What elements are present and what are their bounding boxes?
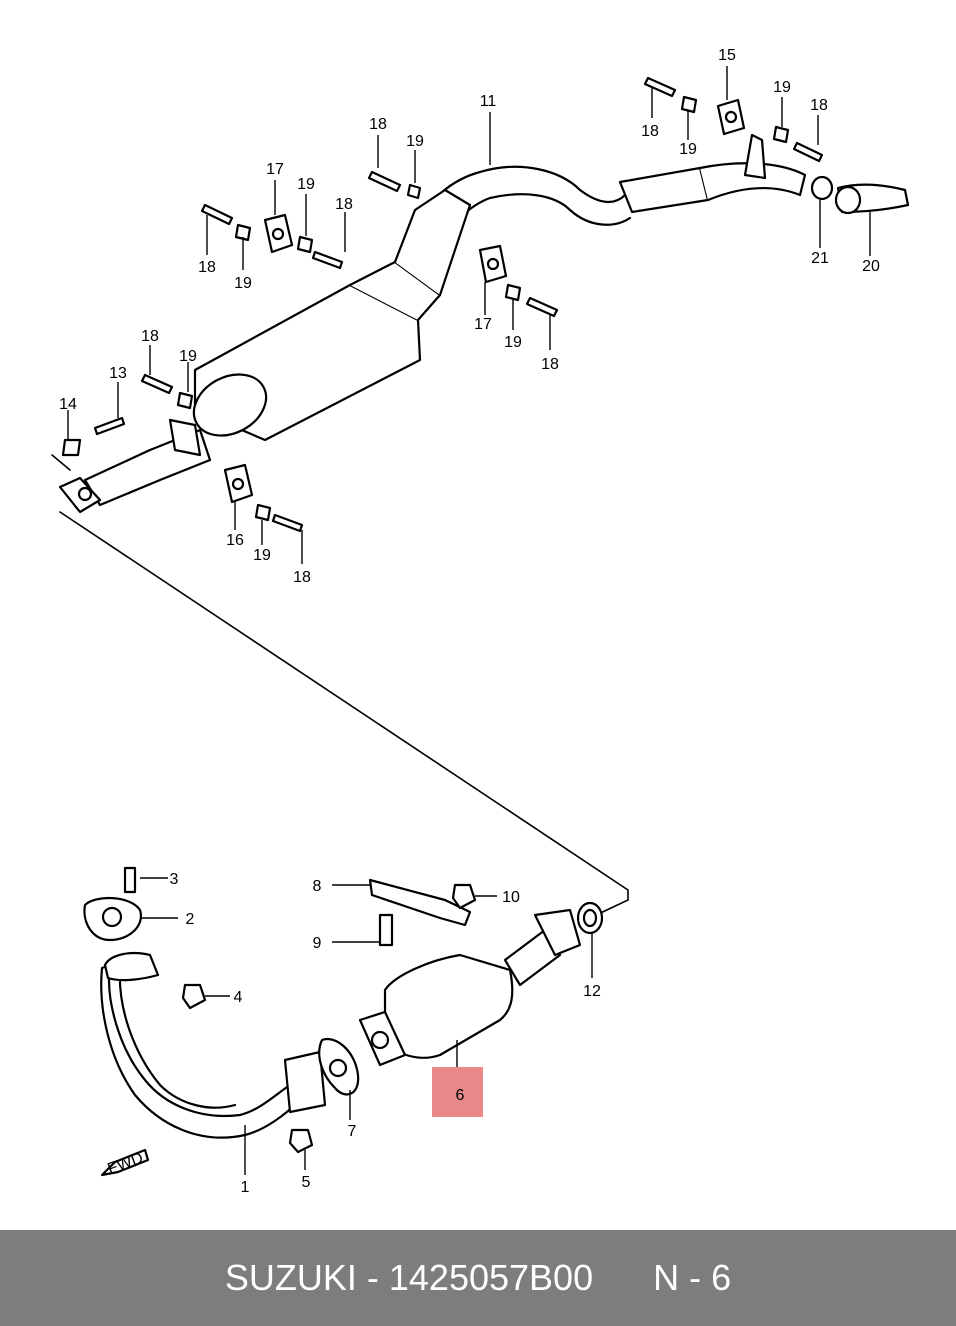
callout-13: 13 xyxy=(109,365,127,382)
callout-19: 19 xyxy=(253,547,271,564)
catalytic-converter-6 xyxy=(358,908,582,1067)
callout-3: 3 xyxy=(170,871,179,888)
callout-12: 12 xyxy=(583,983,601,1000)
nut-10 xyxy=(451,883,477,910)
gasket-7 xyxy=(318,1037,360,1096)
leader-lines xyxy=(67,66,871,1175)
footer-bar: SUZUKI - 1425057B00 N - 6 xyxy=(0,1230,956,1326)
callout-18: 18 xyxy=(641,123,659,140)
callout-5: 5 xyxy=(302,1174,311,1191)
hanger-17-right xyxy=(478,244,508,284)
callout-21: 21 xyxy=(811,250,829,267)
footer-caption: SUZUKI - 1425057B00 N - 6 xyxy=(225,1257,731,1299)
callout-2: 2 xyxy=(186,911,195,928)
ring-gasket-12 xyxy=(576,901,604,935)
tail-pipe-20 xyxy=(834,183,910,215)
callout-19: 19 xyxy=(406,133,424,150)
forward-direction-arrow: FWD xyxy=(100,1148,150,1178)
stud-3 xyxy=(123,866,137,894)
callout-4: 4 xyxy=(234,989,243,1006)
callout-numbers: 11 15 18 19 19 18 21 20 18 19 17 19 18 1… xyxy=(59,47,880,1196)
fwd-label: FWD xyxy=(105,1150,145,1178)
part-6-highlight xyxy=(432,1067,483,1117)
callout-18: 18 xyxy=(810,97,828,114)
callout-8: 8 xyxy=(313,878,322,895)
separator: - xyxy=(366,1257,379,1298)
callout-18: 18 xyxy=(369,116,387,133)
hanger-17-left xyxy=(263,213,294,254)
front-pipe-1 xyxy=(100,951,327,1139)
callout-18: 18 xyxy=(541,356,559,373)
callout-18: 18 xyxy=(198,259,216,276)
page-code: N - 6 xyxy=(653,1257,732,1298)
bracket-8 xyxy=(368,878,472,927)
callout-20: 20 xyxy=(862,258,880,275)
callout-19: 19 xyxy=(773,79,791,96)
section-boundary xyxy=(51,454,629,919)
callout-17: 17 xyxy=(474,316,492,333)
callout-15: 15 xyxy=(718,47,736,64)
rear-pipe-11 xyxy=(408,133,807,252)
callout-18: 18 xyxy=(141,328,159,345)
callout-18: 18 xyxy=(335,196,353,213)
nut-5 xyxy=(288,1128,314,1154)
callout-19: 19 xyxy=(179,348,197,365)
hanger-15 xyxy=(716,98,746,136)
callout-6: 6 xyxy=(456,1087,465,1104)
callout-16: 16 xyxy=(226,532,244,549)
gasket-2 xyxy=(83,896,143,942)
callout-19: 19 xyxy=(504,334,522,351)
callout-10: 10 xyxy=(502,889,520,906)
part-number: 1425057B00 xyxy=(388,1257,594,1298)
callout-19: 19 xyxy=(297,176,315,193)
exhaust-system-diagram: FWD xyxy=(51,47,910,1196)
clamp-21 xyxy=(810,175,834,201)
callout-7: 7 xyxy=(348,1123,357,1140)
callout-17: 17 xyxy=(266,161,284,178)
muffler xyxy=(192,188,472,442)
callout-9: 9 xyxy=(313,935,322,952)
callout-19: 19 xyxy=(234,275,252,292)
hanger-16 xyxy=(223,463,254,504)
callout-18: 18 xyxy=(293,569,311,586)
nut-4 xyxy=(181,983,207,1010)
brand-name: SUZUKI xyxy=(224,1257,357,1298)
front-joint-pipe xyxy=(58,418,212,514)
callout-19: 19 xyxy=(679,141,697,158)
bolt-9 xyxy=(378,913,394,947)
bolts-and-bushings xyxy=(61,76,824,533)
callout-1: 1 xyxy=(241,1179,250,1196)
callout-11: 11 xyxy=(480,93,497,110)
callout-14: 14 xyxy=(59,396,77,413)
